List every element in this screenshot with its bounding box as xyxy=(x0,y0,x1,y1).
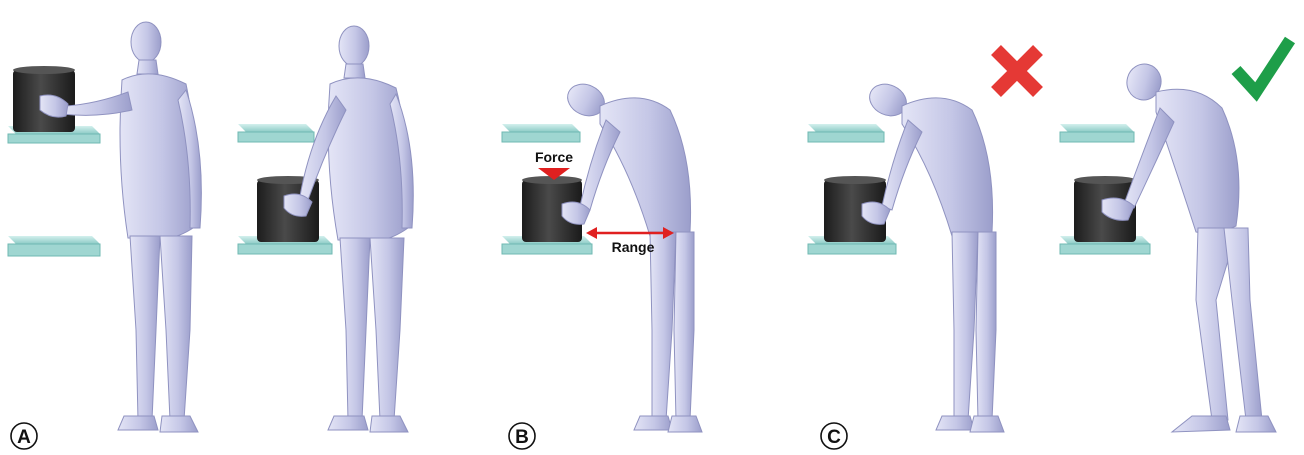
panel-b: Force Range B xyxy=(502,78,702,449)
panel-a: A xyxy=(8,22,413,449)
force-annotation: Force xyxy=(535,149,573,180)
shelf-upper xyxy=(238,124,314,142)
svg-text:B: B xyxy=(515,427,529,448)
shelf-upper xyxy=(502,124,580,142)
shelf-lower xyxy=(8,236,100,256)
panel-label-c: C xyxy=(821,423,847,449)
range-label: Range xyxy=(612,239,655,255)
check-mark-icon xyxy=(1236,40,1290,92)
force-label: Force xyxy=(535,149,573,165)
cross-mark-icon xyxy=(996,50,1038,92)
svg-text:C: C xyxy=(827,427,841,448)
panel-label-a: A xyxy=(11,423,37,449)
svg-text:A: A xyxy=(17,427,31,448)
panel-label-b: B xyxy=(509,423,535,449)
range-arrow-left xyxy=(586,227,597,239)
shelf-upper xyxy=(1060,124,1134,142)
human-figure-bending xyxy=(562,78,702,432)
panel-c: C xyxy=(808,40,1290,449)
shelf-upper xyxy=(808,124,884,142)
